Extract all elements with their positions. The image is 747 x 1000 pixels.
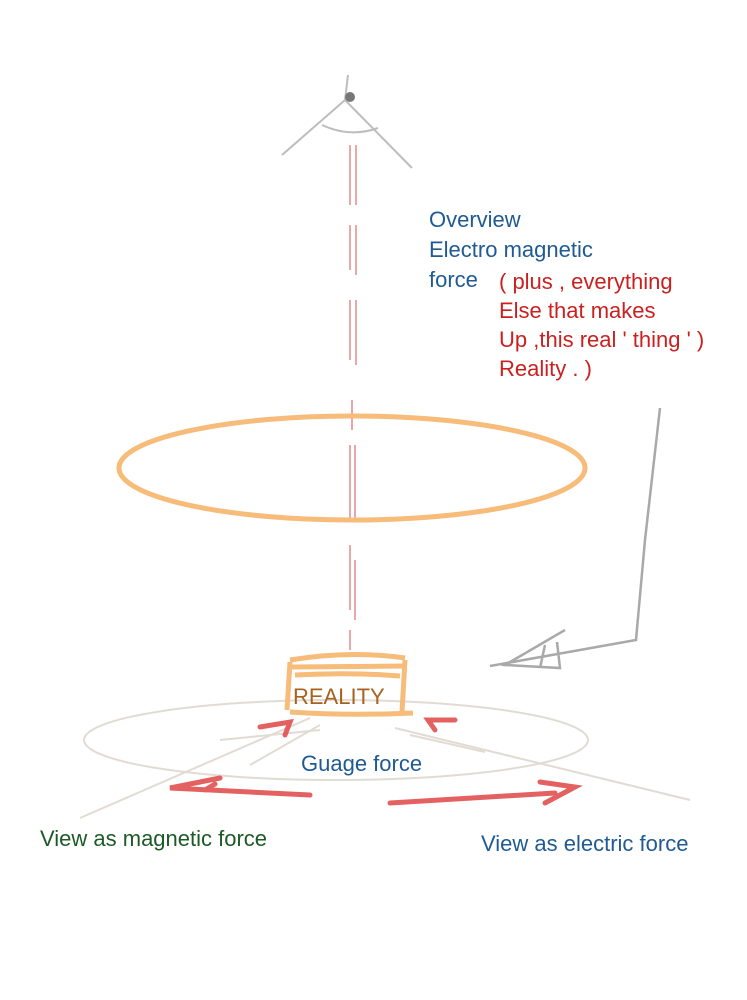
overview-line-3: force — [429, 267, 478, 292]
gauge-force-label: Guage force — [301, 751, 423, 776]
reality-box — [284, 651, 414, 717]
field-ellipse — [116, 413, 588, 523]
note-line-1: ( plus , everything — [499, 269, 673, 294]
arrow-up-left-icon — [257, 718, 294, 738]
guide-lines — [79, 717, 691, 819]
note-line-4: Reality . ) — [499, 356, 592, 381]
eye-icon — [281, 74, 413, 169]
arrow-up-right-icon — [423, 717, 458, 733]
arrow-left-icon — [169, 775, 313, 798]
overview-line-1: Overview — [429, 207, 521, 232]
red-arrows — [169, 717, 583, 806]
sight-line — [349, 145, 357, 650]
note-line-3: Up ,this real ' thing ' ) — [499, 327, 705, 352]
reality-label: REALITY — [293, 684, 385, 709]
pointer-arrow — [489, 407, 662, 670]
note-line-2: Else that makes — [499, 298, 656, 323]
arrow-right-icon — [387, 779, 583, 806]
electric-view-label: View as electric force — [481, 831, 689, 856]
magnetic-view-label: View as magnetic force — [40, 826, 268, 851]
gauge-ellipse — [83, 699, 589, 781]
overview-line-2: Electro magnetic — [429, 237, 593, 262]
